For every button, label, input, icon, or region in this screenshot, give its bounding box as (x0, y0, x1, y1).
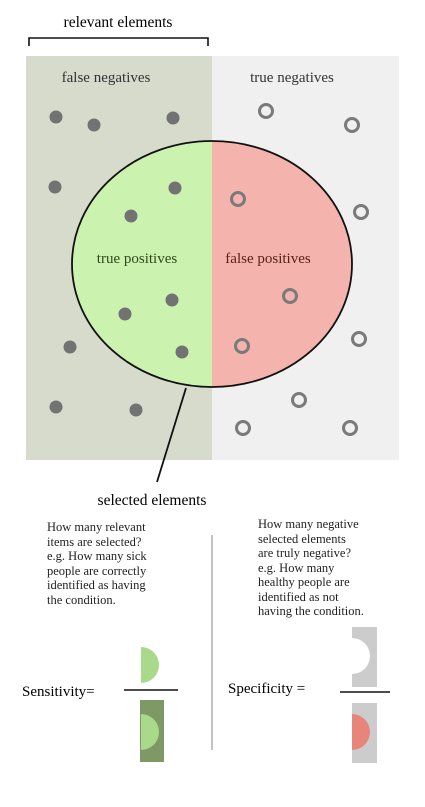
hollow-ring-icon (342, 420, 358, 436)
false-positives-label: false positives (225, 251, 311, 267)
false-negatives-label: false negatives (62, 70, 151, 86)
hollow-ring-icon (291, 392, 307, 408)
hollow-ring-icon (282, 288, 298, 304)
relevant-bracket (28, 37, 209, 46)
sensitivity-denominator-icon (140, 700, 164, 762)
hollow-ring-icon (351, 331, 367, 347)
selected-ellipse (71, 140, 353, 388)
filled-dot-icon (49, 110, 63, 124)
specificity-label: Specificity = (228, 681, 305, 697)
filled-dot-icon (48, 180, 62, 194)
filled-dot-icon (49, 400, 63, 414)
filled-dot-icon (168, 181, 182, 195)
true-positives-label: true positives (97, 251, 178, 267)
relevant-dots (48, 110, 189, 417)
filled-dot-icon (63, 340, 77, 354)
selected-elements-label: selected elements (98, 492, 207, 509)
hollow-ring-icon (353, 204, 369, 220)
sensitivity-question: How many relevant items are selected? e.… (47, 520, 147, 607)
hollow-ring-icon (230, 191, 246, 207)
sensitivity-numerator-icon (141, 647, 159, 683)
hollow-ring-icon (234, 338, 250, 354)
hollow-ring-icon (235, 420, 251, 436)
filled-dot-icon (165, 293, 179, 307)
specificity-denominator-icon (352, 703, 377, 763)
negative-rings (230, 103, 369, 436)
relevant-elements-label: relevant elements (64, 14, 173, 31)
specificity-numerator-icon (352, 627, 377, 687)
filled-dot-icon (87, 118, 101, 132)
hollow-ring-icon (344, 117, 360, 133)
filled-dot-icon (175, 345, 189, 359)
sensitivity-label: Sensitivity= (22, 684, 95, 700)
filled-dot-icon (129, 403, 143, 417)
filled-dot-icon (118, 307, 132, 321)
selected-pointer-line (156, 387, 187, 483)
specificity-question: How many negative selected elements are … (258, 517, 364, 618)
filled-dot-icon (124, 209, 138, 223)
true-negatives-label: true negatives (250, 70, 334, 86)
hollow-ring-icon (258, 103, 274, 119)
filled-dot-icon (166, 111, 180, 125)
